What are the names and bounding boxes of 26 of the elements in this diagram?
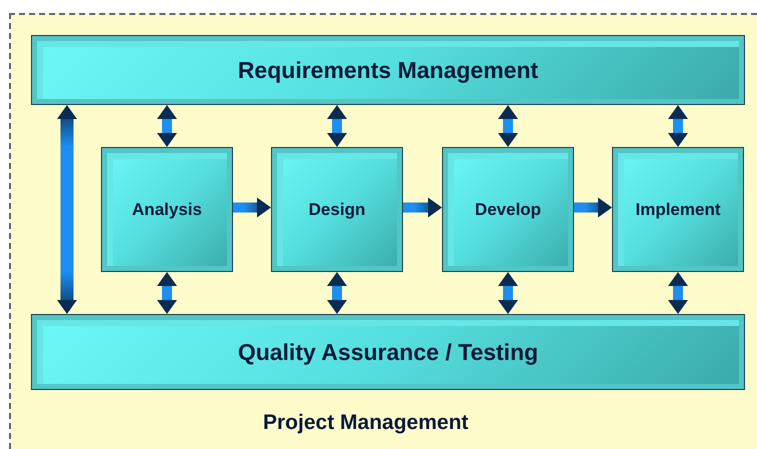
arrow: [403, 198, 442, 218]
arrow: [157, 105, 177, 147]
arrow: [327, 105, 347, 147]
arrow: [574, 198, 612, 218]
process-label: Develop: [474, 198, 542, 221]
arrow: [498, 105, 518, 147]
process-label: Analysis: [132, 198, 202, 221]
arrow: [57, 105, 77, 314]
band-box: [31, 314, 745, 390]
arrow: [157, 272, 177, 314]
band-box: [31, 35, 745, 105]
process-box: [612, 147, 744, 272]
project-frame: [9, 13, 757, 449]
frame-title: Project Management: [263, 410, 468, 436]
process-box: [101, 147, 233, 272]
band-title: Requirements Management: [238, 56, 538, 85]
arrow: [327, 272, 347, 314]
arrow: [233, 198, 271, 218]
process-label: Implement: [635, 198, 721, 221]
band-title: Quality Assurance / Testing: [238, 338, 538, 367]
arrow: [498, 272, 518, 314]
process-box: [442, 147, 574, 272]
arrow: [668, 272, 688, 314]
process-box: [271, 147, 403, 272]
arrow: [668, 105, 688, 147]
process-label: Design: [308, 198, 366, 221]
